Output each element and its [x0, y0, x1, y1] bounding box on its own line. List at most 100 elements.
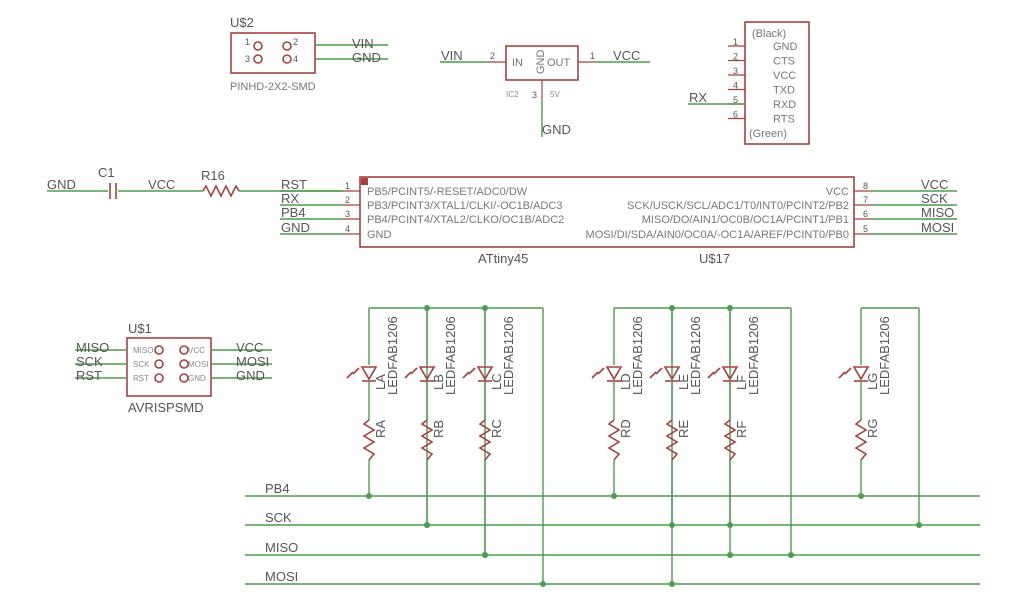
u1-inner-left: SCK: [133, 360, 150, 369]
attiny-pin-right: VCC: [826, 186, 849, 198]
led-lf: LF: [734, 375, 749, 390]
led-package: LEDFAB1206: [877, 316, 892, 395]
ic2-net-vin: VIN: [441, 48, 463, 63]
led-package: LEDFAB1206: [746, 316, 761, 395]
ftdi-pin-vcc: VCC: [773, 70, 796, 82]
attiny-pin-number: 6: [863, 209, 868, 219]
u1-inner-right: VCC: [188, 346, 205, 355]
ftdi-pin-txd: TXD: [773, 85, 795, 97]
attiny-pin-number: 3: [345, 209, 350, 219]
bus-label-sck: SCK: [265, 510, 292, 525]
attiny-pin-number: 5: [863, 224, 868, 234]
ic2-gnd: GND: [535, 50, 547, 75]
ftdi-pin-number: 3: [733, 66, 738, 76]
attiny-pin-right: MISO/DO/AIN1/OC0B/OC1A/PCINT1/PB1: [642, 214, 849, 226]
ftdi-net-rx: RX: [689, 90, 707, 105]
r16-name: R16: [201, 168, 225, 183]
c1-name: C1: [98, 165, 115, 180]
attiny-net-miso: MISO: [921, 205, 954, 220]
attiny-pin-number: 2: [345, 195, 350, 205]
attiny-pin-left: GND: [367, 229, 392, 241]
led-package: LEDFAB1206: [501, 316, 516, 395]
svg-text:3: 3: [245, 54, 250, 64]
c1-net-vcc: VCC: [148, 177, 175, 192]
led-la: LA: [373, 374, 388, 390]
led-lc: LC: [489, 373, 504, 390]
attiny-net-sck: SCK: [921, 191, 948, 206]
attiny-net-rst: RST: [281, 177, 307, 192]
ftdi-pin-rxd: RXD: [773, 99, 796, 111]
u1-net-sck: SCK: [76, 354, 103, 369]
u1-package: AVRISPSMD: [128, 400, 204, 415]
resistor-re: RE: [676, 420, 691, 438]
u1-inner-right: MOSI: [188, 360, 208, 369]
u1-net-miso: MISO: [76, 340, 109, 355]
ftdi-pin-number: 5: [733, 95, 738, 105]
ftdi-bottom-label: (Green): [749, 128, 787, 140]
led-package: LEDFAB1206: [630, 316, 645, 395]
u2-package: PINHD-2X2-SMD: [230, 81, 316, 93]
led-package: LEDFAB1206: [688, 316, 703, 395]
attiny-pin-right: SCK/USCK/SCL/ADC1/T0/INT0/PCINT2/PB2: [627, 200, 849, 212]
u1-inner-left: MISO: [133, 346, 153, 355]
ftdi-pin-gnd: GND: [773, 41, 798, 53]
u1-inner-left: RST: [133, 374, 149, 383]
svg-text:3: 3: [532, 90, 537, 100]
attiny-pin-number: 1: [345, 181, 350, 191]
attiny-pin-left: PB3/PCINT3/XTAL1/CLKI/-OC1B/ADC3: [367, 200, 562, 212]
resistor-rb: RB: [431, 420, 446, 438]
isp-header-u1: U$1 MISO VCC MISO VCC SCK MOSI SCK MOSI RST GND RS…: [75, 321, 272, 415]
ftdi-top-label: (Black): [752, 28, 786, 40]
net-gnd-label: GND: [352, 50, 381, 65]
led-lb: LB: [431, 374, 446, 390]
ftdi-pin-number: 6: [733, 110, 738, 120]
attiny-pin-number: 7: [863, 195, 868, 205]
led-ld: LD: [618, 373, 633, 390]
attiny-net-gnd: GND: [281, 220, 310, 235]
led-package: LEDFAB1206: [443, 316, 458, 395]
svg-text:4: 4: [293, 54, 298, 64]
svg-text:2: 2: [293, 37, 298, 47]
ic2-name: IC2: [506, 90, 519, 99]
ftdi-pin-rts: RTS: [773, 114, 795, 126]
led-package: LEDFAB1206: [385, 316, 400, 395]
u1-net-vcc: VCC: [236, 340, 263, 355]
attiny-pin-left: PB4/PCINT4/XTAL2/CLKO/OC1B/ADC2: [367, 214, 564, 226]
attiny-pin-left: PB5/PCINT5/-RESET/ADC0/DW: [367, 186, 528, 198]
u1-net-gnd: GND: [236, 368, 265, 383]
led-lg: LG: [865, 373, 880, 390]
led-le: LE: [676, 374, 691, 390]
net-vin-label: VIN: [352, 36, 374, 51]
regulator-ic2: VIN 2 IN OUT GND 1 VCC 3 GND IC2 5V: [440, 45, 650, 137]
ic2-net-gnd: GND: [542, 122, 571, 137]
attiny-net-pb4: PB4: [281, 205, 306, 220]
c1-net-gnd: GND: [47, 177, 76, 192]
u1-net-mosi: MOSI: [236, 354, 269, 369]
ic2-out: OUT: [547, 57, 571, 69]
ic2-net-vcc: VCC: [613, 48, 640, 63]
ic2-value: 5V: [550, 90, 560, 99]
resistor-rg: RG: [865, 419, 880, 439]
attiny-name: ATtiny45: [478, 251, 528, 266]
ftdi-pin-cts: CTS: [773, 56, 795, 68]
resistor-ra: RA: [373, 420, 388, 438]
ftdi-pin-number: 2: [733, 52, 738, 62]
bus-label-miso: MISO: [265, 540, 298, 555]
u1-net-rst: RST: [76, 368, 102, 383]
header-u2: U$2 1 3 2 4 VIN GND PINHD-2X2-SMD: [230, 15, 388, 93]
u1-name: U$1: [128, 321, 152, 336]
u1-inner-right: GND: [188, 374, 206, 383]
attiny-net-vcc: VCC: [921, 177, 948, 192]
ftdi-pin-number: 4: [733, 81, 738, 91]
led-array: LALEDFAB1206RALBLEDFAB1206RBLCLEDFAB1206…: [346, 305, 922, 587]
ftdi-header: (Black) (Green) 1 GND 2 CTS 3 VCC 4 TXD 5 RXD 6 RTS…: [688, 21, 810, 145]
resistor-rd: RD: [618, 419, 633, 438]
attiny-pin-number: 8: [863, 181, 868, 191]
u2-name: U$2: [230, 15, 254, 30]
svg-text:1: 1: [245, 37, 250, 47]
bus-label-mosi: MOSI: [265, 569, 298, 584]
ftdi-pin-number: 1: [733, 37, 738, 47]
bus-label-pb4: PB4: [265, 481, 290, 496]
